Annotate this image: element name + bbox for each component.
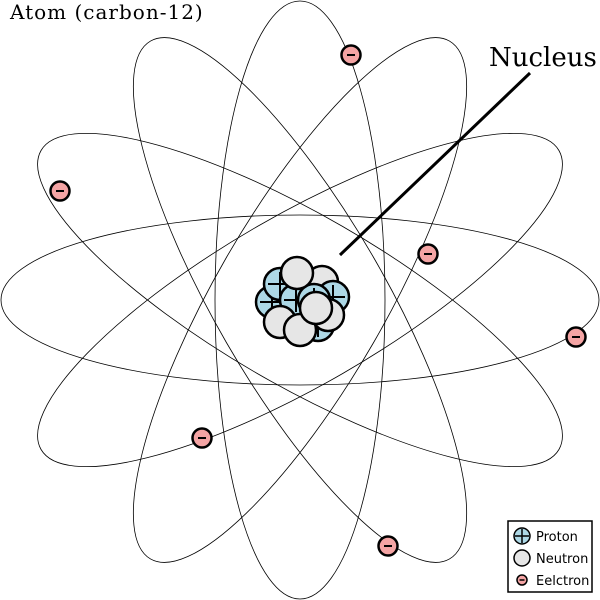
electrons <box>49 44 587 557</box>
orbit-ellipse <box>0 214 600 386</box>
proton-legend-icon <box>513 527 531 545</box>
electron <box>417 243 439 265</box>
orbit-ellipse <box>37 132 563 468</box>
neutron <box>279 255 315 291</box>
neutron-legend-icon <box>513 549 531 567</box>
legend-proton-label: Proton <box>536 530 578 545</box>
nucleus-label: Nucleus <box>489 43 597 73</box>
legend-electron-label: Eelctron <box>536 574 589 589</box>
electron-legend-icon <box>516 574 528 586</box>
orbit-ellipse <box>214 0 386 600</box>
nucleus <box>254 255 351 348</box>
electron <box>565 326 587 348</box>
electron <box>377 535 399 557</box>
nucleus-pointer-line <box>338 71 532 257</box>
electron <box>191 427 213 449</box>
legend: Proton Neutron Eelctron <box>507 520 593 593</box>
neutron <box>298 290 334 326</box>
electron <box>49 180 71 202</box>
orbit-ellipse <box>132 37 468 563</box>
diagram-title: Atom (carbon-12) <box>9 0 204 24</box>
electron <box>340 44 362 66</box>
orbit-ellipse <box>37 132 563 468</box>
legend-neutron-label: Neutron <box>536 552 588 567</box>
orbit-ellipse <box>132 37 468 563</box>
